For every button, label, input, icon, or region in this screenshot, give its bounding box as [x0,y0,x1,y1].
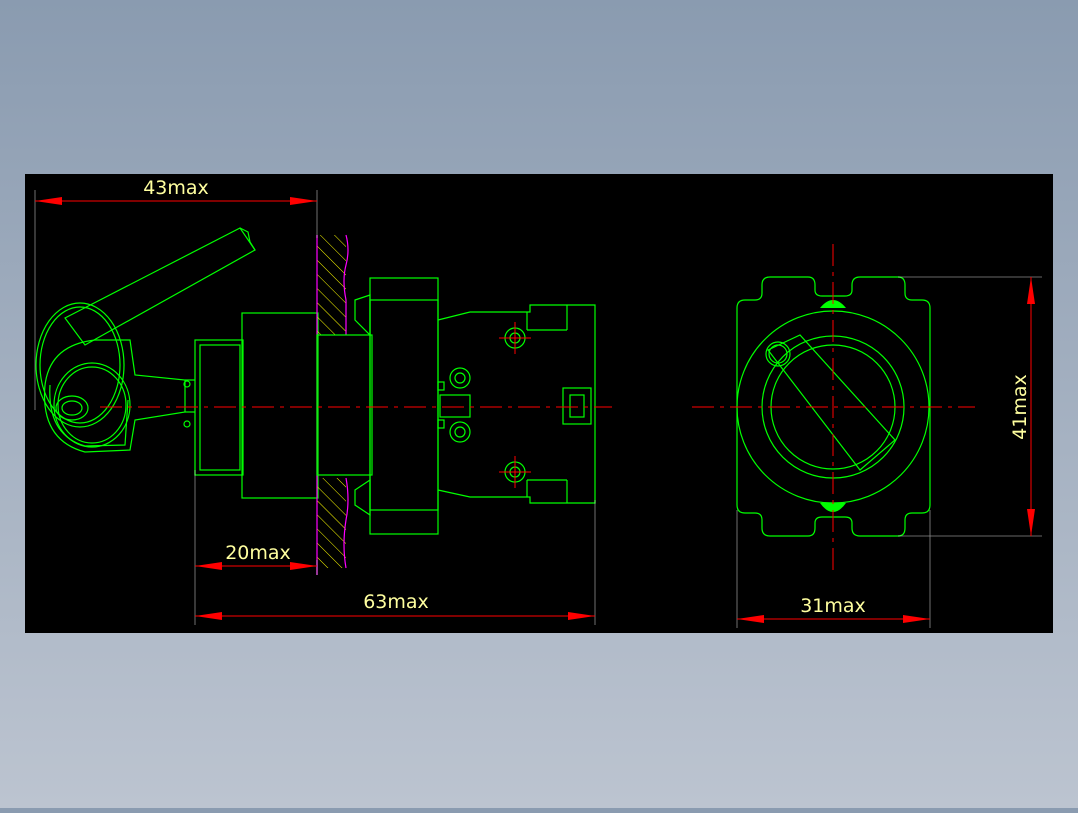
dim-width: 31max [800,595,866,617]
key-rod [64,227,256,346]
side-view [35,227,596,575]
key [43,339,195,453]
panel-section-bottom [317,478,346,568]
dim-key-length: 43max [143,177,209,199]
dimension-arrows [35,197,1035,623]
body-collar [241,312,319,499]
dim-total-length: 63max [363,591,429,613]
dim-front-depth: 20max [225,542,291,564]
key-ring [35,302,131,448]
key-slot [767,334,896,471]
drawing-canvas [25,174,1053,633]
panel-section-top [317,235,346,335]
dim-height: 41max [1009,374,1031,440]
extension-lines [34,190,1042,628]
indicator-tab-bottom [820,503,846,512]
